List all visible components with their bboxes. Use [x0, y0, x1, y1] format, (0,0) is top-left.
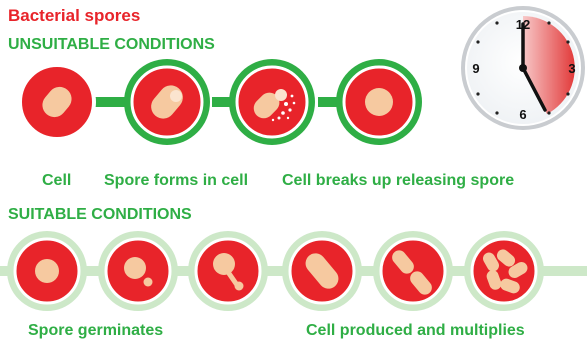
label-spore-forms: Spore forms in cell — [104, 172, 248, 190]
clock-number-9: 9 — [472, 61, 479, 76]
stage-new-cell — [282, 231, 362, 311]
label-cell: Cell — [42, 172, 71, 190]
stage-cell-division — [373, 231, 453, 311]
clock-number-6: 6 — [519, 107, 526, 122]
stage-cell-breaks — [229, 59, 315, 145]
label-cell-multiplies: Cell produced and multiplies — [306, 322, 525, 340]
clock-number-3: 3 — [568, 61, 575, 76]
stage-outgrowth — [188, 231, 268, 311]
stage-free-spore — [336, 59, 422, 145]
label-cell-breaks: Cell breaks up releasing spore — [282, 172, 514, 190]
stage-spore-forms — [124, 59, 210, 145]
label-spore-germinates: Spore germinates — [28, 322, 163, 340]
stage-spore-germinates — [98, 231, 178, 311]
stage-spore — [7, 231, 87, 311]
stage-cell — [20, 65, 94, 139]
clock-icon: 12 3 6 9 — [461, 6, 585, 130]
stage-cell-multiplies — [464, 231, 544, 311]
